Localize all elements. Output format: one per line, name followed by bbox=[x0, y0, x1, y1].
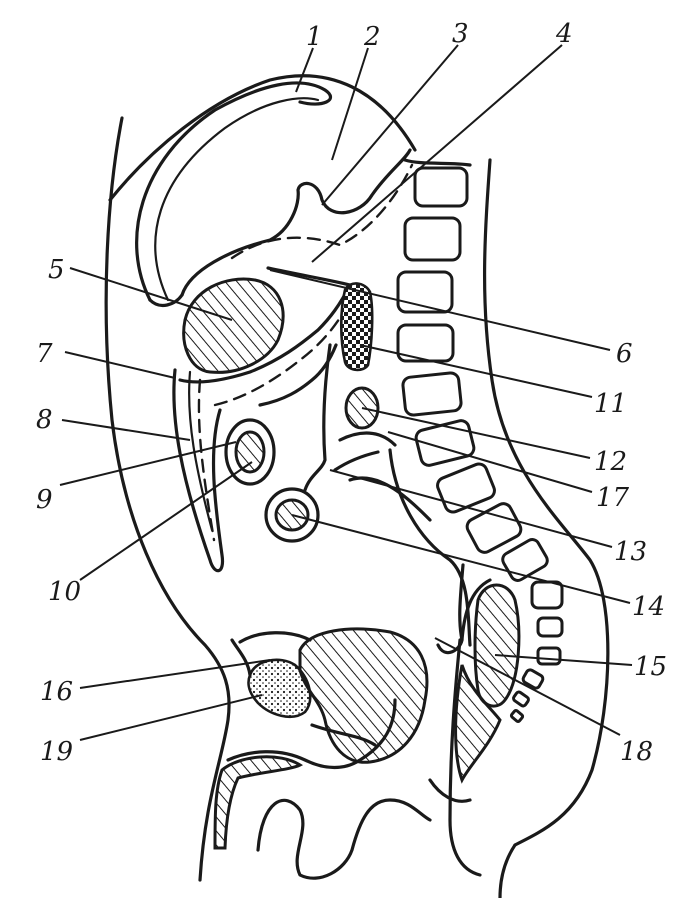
label-7: 7 bbox=[36, 339, 53, 369]
organ-9-10-ring bbox=[224, 418, 276, 486]
label-5: 5 bbox=[48, 255, 65, 285]
label-13: 13 bbox=[614, 537, 647, 567]
organ-19-dotted bbox=[247, 658, 312, 719]
label-19: 19 bbox=[40, 737, 73, 767]
label-11: 11 bbox=[594, 389, 627, 419]
leader-lines bbox=[59, 44, 633, 741]
label-16: 16 bbox=[40, 677, 73, 707]
label-15: 15 bbox=[634, 652, 667, 682]
label-14: 14 bbox=[632, 592, 665, 622]
label-12: 12 bbox=[594, 447, 627, 477]
body-outline bbox=[104, 74, 610, 898]
label-18: 18 bbox=[620, 737, 653, 767]
label-2: 2 bbox=[363, 22, 381, 52]
label-1: 1 bbox=[306, 22, 323, 52]
label-8: 8 bbox=[36, 405, 53, 435]
labels: 1 2 3 4 5 6 7 11 8 12 9 17 13 10 14 15 1… bbox=[36, 19, 667, 767]
abdominal-wall bbox=[135, 81, 333, 573]
label-6: 6 bbox=[616, 339, 633, 369]
vertebral-column bbox=[396, 158, 564, 723]
stomach bbox=[180, 148, 414, 297]
label-17: 17 bbox=[596, 483, 630, 513]
organ-11-checkered bbox=[339, 282, 374, 372]
label-9: 9 bbox=[36, 485, 53, 515]
label-10: 10 bbox=[48, 577, 81, 607]
organ-5-hatched bbox=[182, 277, 285, 374]
organ-15-hatched bbox=[473, 583, 521, 708]
rectal-wall-hatched bbox=[454, 664, 502, 784]
bladder-hatched bbox=[298, 627, 429, 764]
label-3: 3 bbox=[452, 19, 469, 49]
label-4: 4 bbox=[555, 19, 573, 49]
